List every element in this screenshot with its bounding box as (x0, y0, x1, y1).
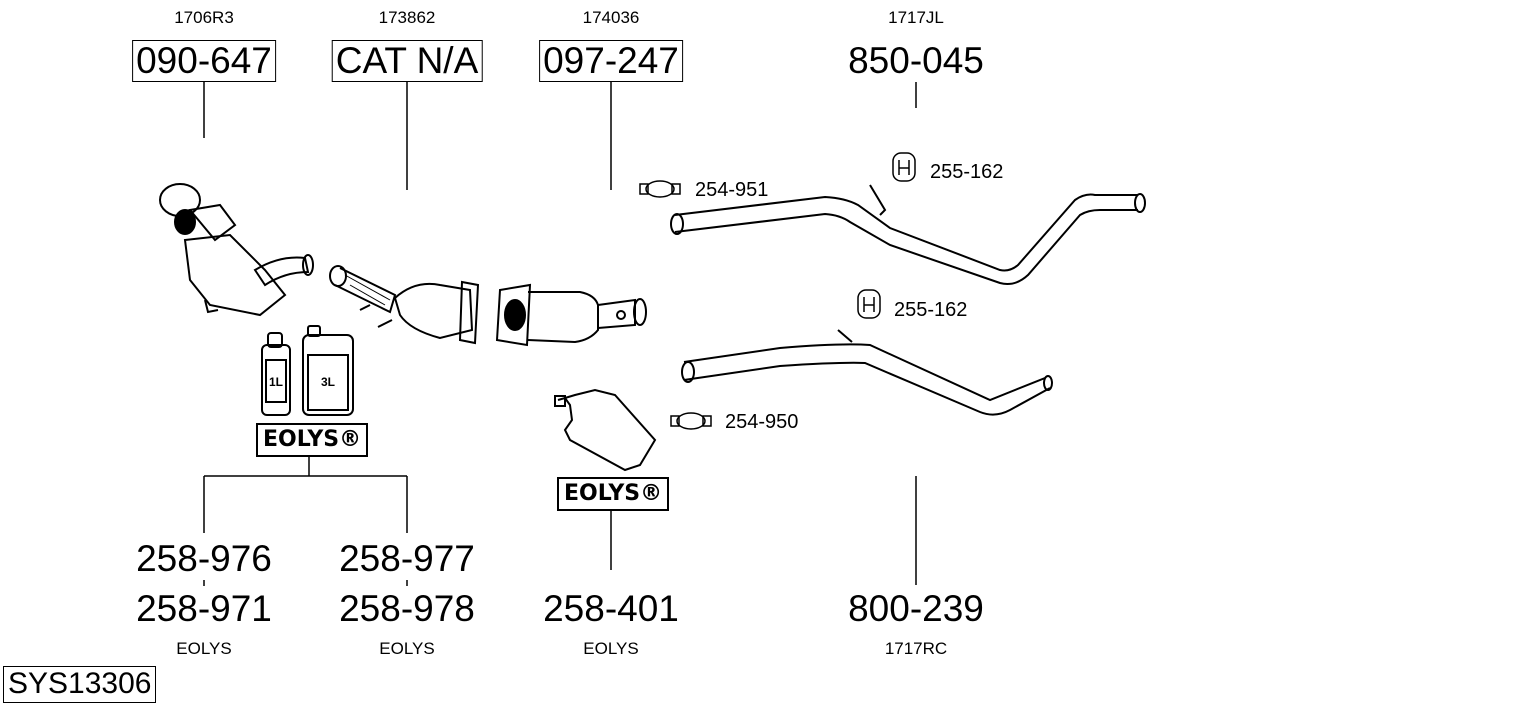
system-id: SYS13306 (3, 666, 157, 703)
part-number-850-045[interactable]: 850-045 (848, 40, 984, 81)
particulate-filter-drawing (495, 283, 647, 347)
eolys-bottles-drawing: 1L 3L (261, 325, 354, 416)
clamp-lower-part-number[interactable]: 254-950 (725, 411, 799, 433)
eolys-brand-box-1: EOLYS® (256, 423, 369, 458)
bottle-3l-label: 3L (321, 375, 335, 389)
clamp-lower-icon (670, 412, 712, 430)
leader-lines (203, 82, 917, 586)
ref-label-4: 1717JL (888, 8, 944, 27)
part-number-097-247[interactable]: 097-247 (539, 40, 683, 82)
bottom-ref-label-2: EOLYS (379, 639, 435, 658)
eolys-bag-drawing (554, 388, 657, 472)
eolys-brand-box-2: EOLYS® (557, 477, 670, 512)
hanger-upper-part-number[interactable]: 255-162 (930, 161, 1004, 183)
part-number-258-971[interactable]: 258-971 (136, 588, 272, 629)
bottle-1l-label: 1L (269, 375, 283, 389)
part-number-090-647[interactable]: 090-647 (132, 40, 276, 82)
part-number-258-976[interactable]: 258-976 (136, 538, 272, 579)
part-number-258-978[interactable]: 258-978 (339, 588, 475, 629)
hanger-lower-part-number[interactable]: 255-162 (894, 299, 968, 321)
manifold-catalyst-drawing (159, 183, 314, 317)
clamp-upper-part-number[interactable]: 254-951 (695, 179, 769, 201)
intermediate-pipe-upper-drawing (670, 184, 1146, 285)
bottom-ref-label-4: 1717RC (884, 639, 948, 658)
flex-pipe-catalyst-drawing (329, 265, 480, 345)
hanger-lower-icon (857, 289, 881, 319)
bottom-ref-label-1: EOLYS (176, 639, 232, 658)
clamp-upper-icon (639, 180, 681, 198)
ref-label-2: 173862 (378, 8, 436, 27)
bottom-ref-label-3: EOLYS (583, 639, 639, 658)
part-number-258-401[interactable]: 258-401 (543, 588, 679, 629)
hanger-upper-icon (892, 152, 916, 182)
ref-label-1: 1706R3 (174, 8, 234, 27)
part-number-258-977[interactable]: 258-977 (339, 538, 475, 579)
part-number-cat-na[interactable]: CAT N/A (331, 40, 483, 82)
intermediate-pipe-lower-drawing (681, 329, 1053, 416)
part-number-800-239[interactable]: 800-239 (848, 588, 984, 629)
ref-label-3: 174036 (582, 8, 640, 27)
